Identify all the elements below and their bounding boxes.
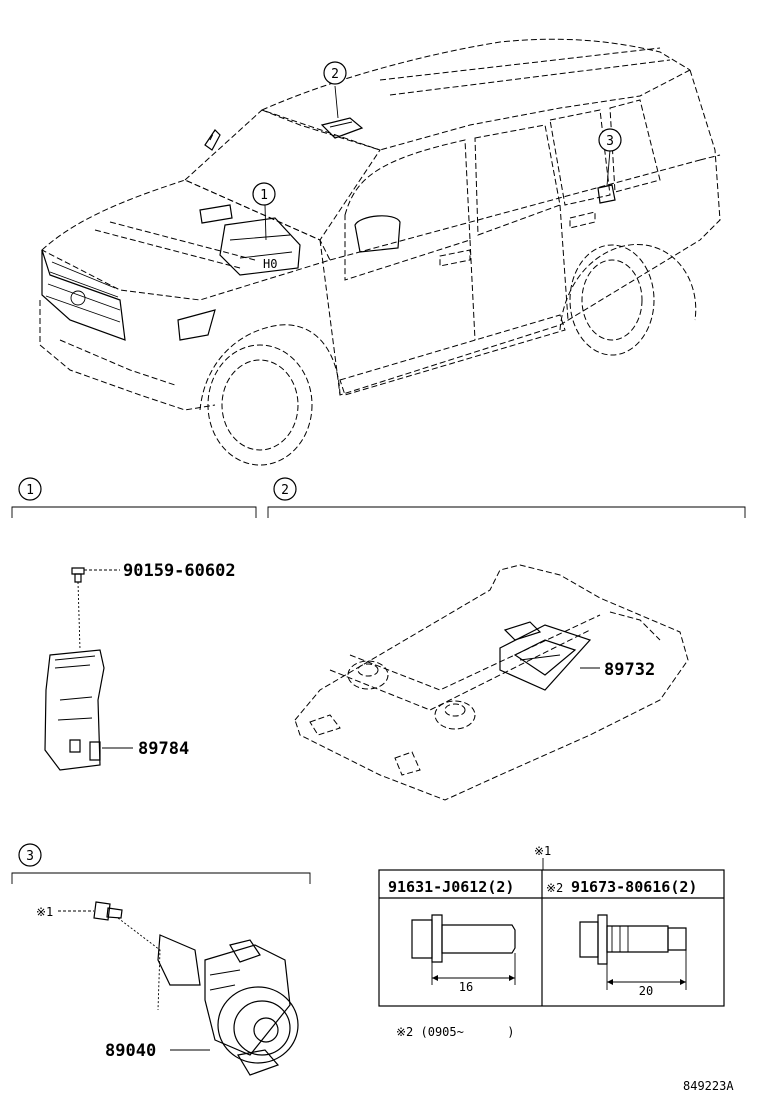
bolt-table [378,869,725,1007]
svg-text:1: 1 [260,188,268,203]
section-2-header: 2 [267,477,746,518]
callout-3: 3 [598,128,622,152]
table-note-mark: ※1 [534,844,551,858]
bolt-91673 [579,914,687,990]
table-header-mark-2: ※2 [546,881,563,895]
vehicle-illustration: H0 [39,38,721,466]
svg-text:3: 3 [606,134,614,149]
dim-20: 20 [639,984,653,998]
horn-89040 [157,934,299,1076]
part-number-89784: 89784 [138,739,189,759]
roof-sensor-89732 [499,621,600,691]
bolt-91631 [411,914,516,985]
svg-text:2: 2 [331,67,339,82]
callout-2: 2 [323,61,347,85]
svg-text:2: 2 [281,483,289,498]
svg-text:H0: H0 [263,257,277,271]
part-number-89732: 89732 [604,660,655,680]
roof-headliner [294,564,689,801]
svg-text:3: 3 [26,849,34,864]
bracket-89784 [44,649,133,771]
table-header-91673: 91673-80616(2) [571,878,697,896]
horn-bolt [93,901,161,1011]
section-1-header: 1 [11,477,257,518]
table-header-91631: 91631-J0612(2) [388,878,514,896]
figure-id: 849223A [683,1079,734,1093]
callout-1: 1 [252,182,276,206]
bolt-note-mark: ※1 [36,905,53,919]
part-number-89040: 89040 [105,1041,156,1061]
section-3-header: 3 [11,843,311,884]
part-number-90159-60602: 90159-60602 [123,561,236,581]
footnote: ※2 (0905~ ) [396,1025,514,1039]
svg-text:1: 1 [26,483,34,498]
screw-90159 [71,567,120,651]
dim-16: 16 [459,980,473,994]
